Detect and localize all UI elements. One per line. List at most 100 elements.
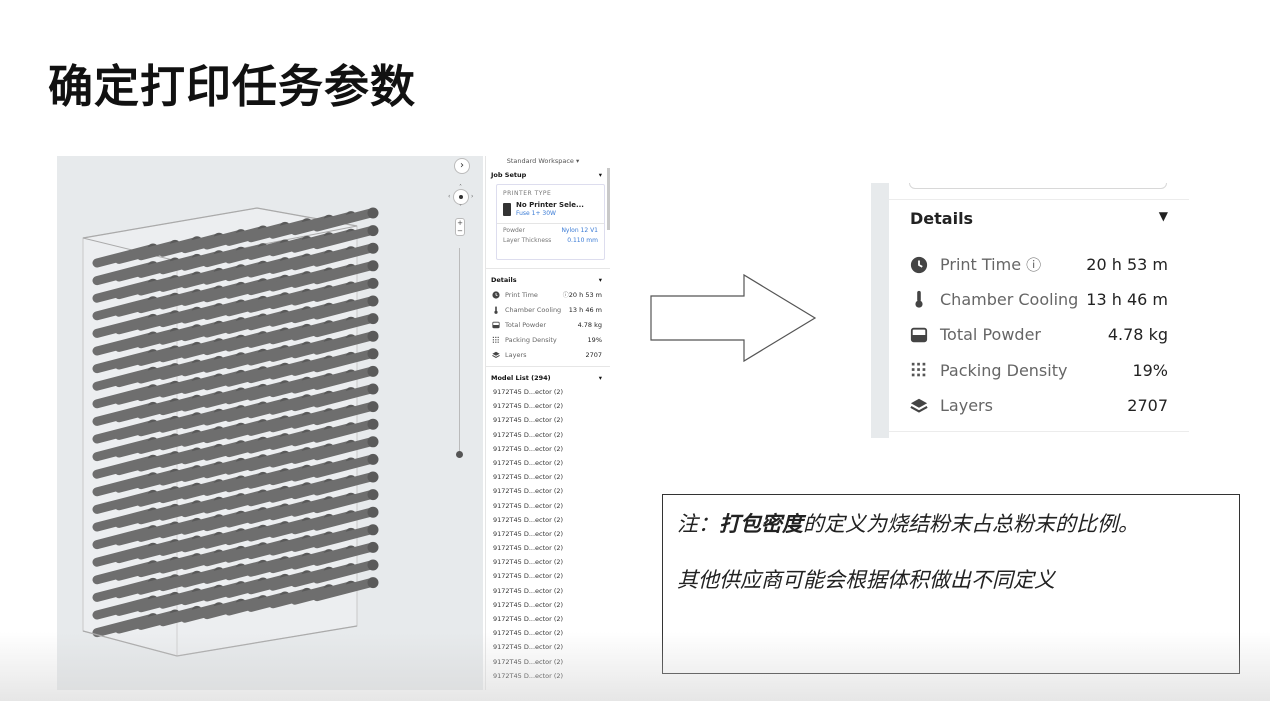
model-list-item[interactable]: 9172T45 D...ector (2) [493, 643, 564, 652]
part-mesh [312, 226, 376, 250]
printer-type-card[interactable]: PRINTER TYPE No Printer Sele... Fuse 1+ … [496, 184, 605, 260]
model-list-item[interactable]: 9172T45 D...ector (2) [493, 615, 564, 623]
part-mesh [312, 560, 376, 584]
part-head [367, 436, 379, 448]
job-setup-header[interactable]: Job Setup▾ [491, 171, 602, 179]
note-box: 注：打包密度的定义为烧结粉末占总粉末的比例。 其他供应商可能会根据体积做出不同定… [662, 494, 1240, 674]
collapse-panel-button[interactable]: › [454, 158, 470, 174]
chevron-down-icon: ▾ [598, 171, 602, 179]
model-list-item[interactable]: 9172T45 D...ector (2) [493, 430, 564, 439]
details-header[interactable]: Details▾ [491, 276, 602, 284]
model-list-item[interactable]: 9172T45 D...ector (2) [493, 444, 564, 453]
slide-title: 确定打印任务参数 [48, 60, 417, 113]
layers-icon [492, 351, 500, 359]
model-list-item[interactable]: 9172T45 D...ector (2) [493, 515, 564, 524]
part-mesh [312, 472, 376, 496]
model-list-item[interactable]: 9172T45 D...ector (2) [493, 600, 564, 609]
part-head [367, 471, 379, 483]
pan-control[interactable]: ˄ ˅ ‹ › [448, 184, 474, 211]
part-mesh [312, 402, 376, 426]
model-list-item[interactable]: 9172T45 D...ector (2) [493, 558, 564, 567]
workspace-selector[interactable]: Standard Workspace ▾ [506, 157, 580, 165]
part-mesh [312, 349, 376, 373]
model-list-item[interactable]: 9172T45 D...ector (2) [493, 388, 564, 396]
powder-box-icon [910, 326, 928, 344]
info-icon[interactable]: ⓘ [1026, 256, 1042, 274]
part-mesh [312, 437, 376, 461]
part-head [367, 295, 379, 307]
zoom-details-header[interactable]: Details ▼ [910, 209, 1168, 228]
model-list-item[interactable]: 9172T45 D...ector (2) [493, 529, 564, 538]
model-list-item[interactable]: 9172T45 D...ector (2) [493, 544, 564, 553]
grid-dots-icon [910, 361, 928, 379]
grid-dots-icon [492, 336, 500, 344]
part-head [367, 506, 379, 518]
zoom-slider-handle[interactable] [456, 451, 463, 458]
model-list-item[interactable]: 9172T45 D...ector (2) [493, 671, 564, 680]
part-mesh [312, 331, 376, 355]
part-head [367, 207, 379, 219]
model-list-item[interactable]: 9172T45 D...ector (2) [493, 501, 564, 510]
part-mesh [312, 296, 376, 320]
model-list-item[interactable]: 9172T45 D...ector (2) [493, 473, 564, 482]
panel-scrollbar[interactable] [607, 168, 610, 230]
part-head [367, 541, 379, 553]
part-mesh [312, 366, 376, 390]
layers-icon [910, 397, 928, 415]
part-mesh [312, 261, 376, 285]
model-list-item[interactable]: 9172T45 D...ector (2) [493, 629, 564, 638]
part-head [367, 330, 379, 342]
model-list-item[interactable]: 9172T45 D...ector (2) [493, 416, 564, 425]
part-mesh [312, 542, 376, 566]
model-list-item[interactable]: 9172T45 D...ector (2) [493, 487, 564, 496]
part-mesh [312, 243, 376, 267]
powder-box-icon [492, 321, 500, 329]
note-line-1: 注：打包密度的定义为烧结粉末占总粉末的比例。 [677, 512, 1139, 536]
part-head [367, 559, 379, 571]
part-mesh [312, 208, 376, 232]
3d-viewport[interactable] [57, 156, 483, 690]
thermometer-icon [910, 290, 928, 308]
part-mesh [312, 490, 376, 514]
info-icon[interactable]: ⓘ [562, 292, 569, 299]
part-mesh [312, 384, 376, 408]
model-list-header[interactable]: Model List (294)▾ [491, 374, 602, 382]
part-head [367, 489, 379, 501]
part-head [367, 365, 379, 377]
printer-name: No Printer Sele... [516, 201, 584, 209]
part-mesh [312, 525, 376, 549]
chevron-down-icon: ▼ [1158, 209, 1168, 223]
part-head [367, 383, 379, 395]
part-mesh [312, 314, 376, 338]
part-head [367, 277, 379, 289]
note-line-2: 其他供应商可能会根据体积做出不同定义 [677, 568, 1055, 592]
part-head [367, 453, 379, 465]
zoom-slider-track[interactable] [459, 248, 460, 453]
model-list-item[interactable]: 9172T45 D...ector (2) [493, 572, 564, 581]
model-list-item[interactable]: 9172T45 D...ector (2) [493, 586, 564, 595]
part-mesh [312, 278, 376, 302]
side-panel: Standard Workspace ▾ Job Setup▾ PRINTER … [485, 156, 610, 690]
printer-type-label: PRINTER TYPE [503, 190, 552, 197]
right-arrow-icon [650, 273, 817, 363]
viewport-controls: › ˄ ˅ ‹ › +− [446, 156, 476, 466]
part-head [367, 418, 379, 430]
part-head [367, 401, 379, 413]
model-list-item[interactable]: 9172T45 D...ector (2) [493, 458, 564, 467]
zoom-buttons[interactable]: +− [455, 218, 465, 236]
part-head [367, 260, 379, 272]
part-mesh [312, 454, 376, 478]
chevron-down-icon: ▾ [598, 374, 602, 382]
model-list-item[interactable]: 9172T45 D...ector (2) [493, 402, 564, 411]
model-list-item[interactable]: 9172T45 D...ector (2) [493, 657, 564, 666]
